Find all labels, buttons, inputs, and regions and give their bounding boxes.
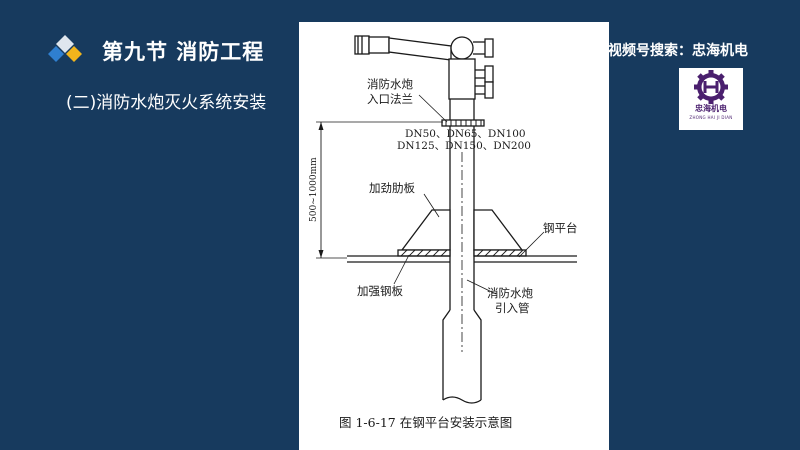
label-inlet-pipe-line1: 消防水炮	[487, 286, 533, 300]
label-dn-sizes-line2: DN125、DN150、DN200	[397, 140, 531, 152]
label-dn-sizes-line1: DN50、DN65、DN100	[405, 128, 526, 140]
brand-name: 忠海机电	[695, 104, 727, 113]
gear-logo-icon	[694, 70, 728, 104]
diagram-drawing	[316, 35, 577, 404]
subtitle: (二)消防水炮灭火系统安装	[66, 93, 267, 113]
installation-diagram: 消防水炮 入口法兰 DN50、DN65、DN100 DN125、DN150、DN…	[299, 22, 609, 450]
label-height-range: 500~1000mm	[309, 157, 319, 222]
label-steel-platform: 钢平台	[543, 221, 578, 235]
label-stiffener: 加劲肋板	[369, 181, 415, 195]
video-search-text: 视频号搜索：忠海机电	[608, 43, 748, 59]
figure-caption: 图 1-6-17 在钢平台安装示意图	[339, 415, 513, 430]
label-reinforce-plate: 加强钢板	[357, 284, 403, 298]
brand-logo: 忠海机电 ZHONG HAI JI DIAN	[679, 68, 743, 130]
brand-pinyin: ZHONG HAI JI DIAN	[689, 115, 733, 120]
label-inlet-flange-line2: 入口法兰	[367, 92, 413, 106]
logo-diamonds-icon	[48, 35, 82, 62]
section-title: 第九节 消防工程	[102, 40, 265, 64]
label-inlet-flange-line1: 消防水炮	[367, 77, 413, 91]
label-inlet-pipe-line2: 引入管	[495, 301, 530, 315]
